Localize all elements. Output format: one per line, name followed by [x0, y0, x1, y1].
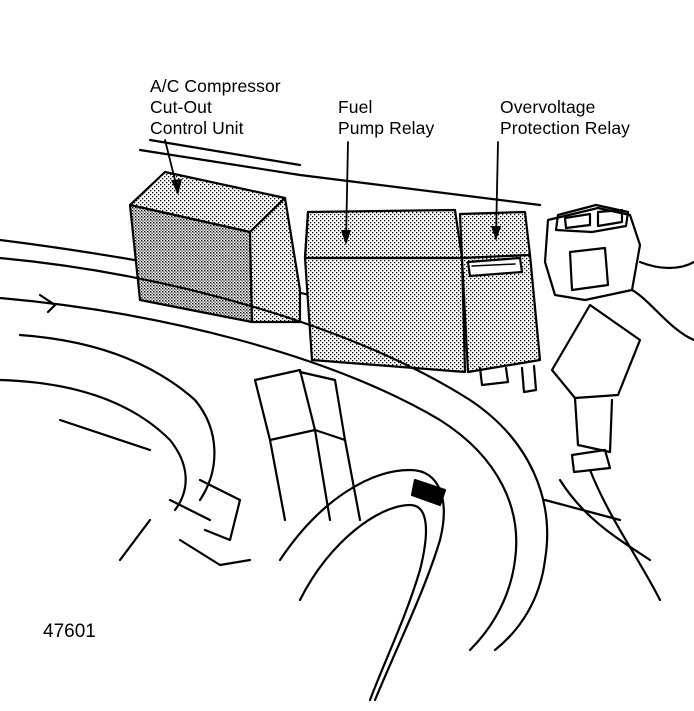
overvoltage-protection-relay	[458, 210, 542, 394]
wiring-connector	[543, 203, 694, 474]
figure-number: 47601	[43, 621, 96, 642]
arrow-ac	[171, 179, 182, 195]
label-line: Cut-Out	[150, 97, 212, 117]
arrow-ovp	[491, 226, 501, 241]
label-line: A/C Compressor	[150, 76, 281, 96]
label-line: Pump Relay	[338, 118, 435, 138]
arrow-fuel	[341, 230, 351, 245]
label-line: Fuel	[338, 97, 373, 117]
fuel-pump-relay	[303, 208, 467, 374]
label-fuel-pump-relay: Fuel Pump Relay	[338, 97, 434, 139]
wiring-harness	[0, 333, 662, 702]
label-overvoltage-relay: Overvoltage Protection Relay	[500, 97, 630, 139]
label-line: Overvoltage	[500, 97, 596, 117]
label-line: Protection Relay	[500, 118, 630, 138]
label-line: Control Unit	[150, 118, 244, 138]
body-frame	[0, 256, 549, 652]
label-ac-compressor: A/C Compressor Cut-Out Control Unit	[150, 76, 281, 139]
ac-compressor-cutout-unit	[128, 170, 302, 324]
